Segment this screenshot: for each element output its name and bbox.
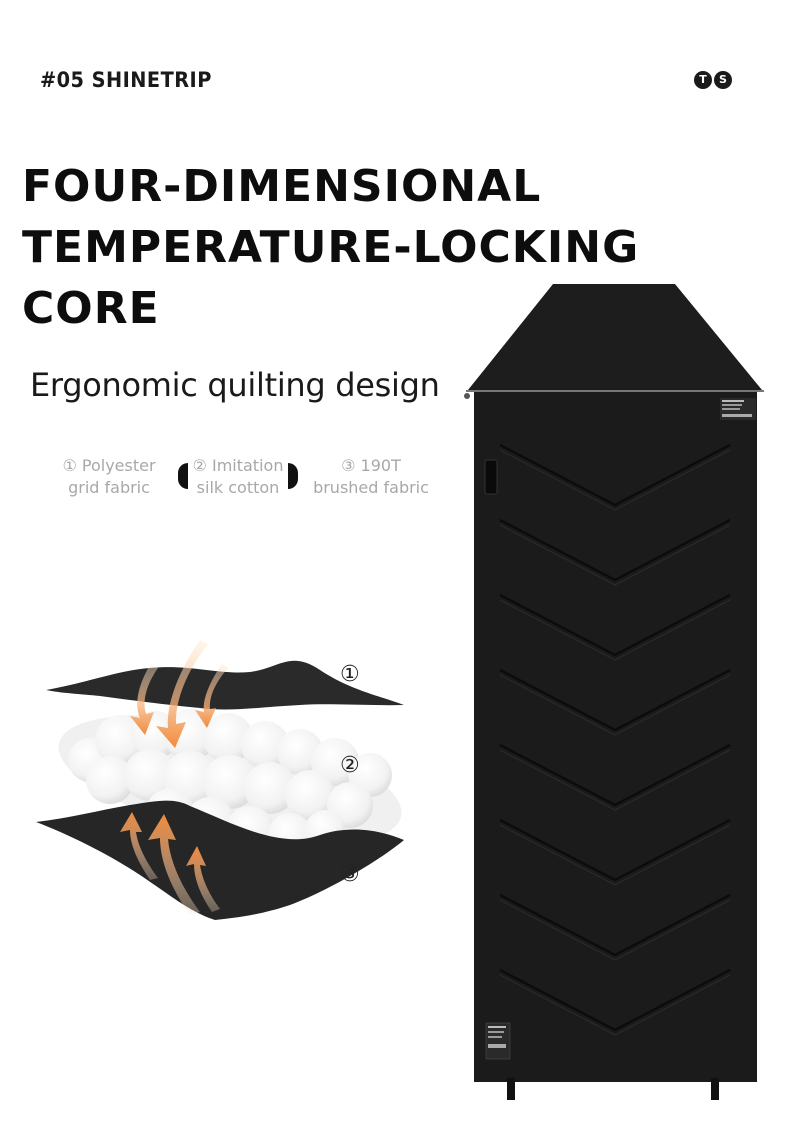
headline-line-3: CORE [22, 283, 160, 334]
layer-3-line-1: ③ 190T [341, 456, 401, 475]
layer-label-2: ② Imitation silk cotton [188, 455, 288, 499]
diagram-mark-1: ① [340, 662, 360, 687]
layer-label-3: ③ 190T brushed fabric [308, 455, 434, 499]
half-circle-left-icon [178, 463, 188, 489]
bottom-fabric-layer [36, 800, 404, 920]
layer-1-line-1: ① Polyester [62, 456, 156, 475]
ts-logo: T S [694, 71, 732, 89]
headline: FOUR-DIMENSIONAL TEMPERATURE-LOCKING COR… [22, 156, 662, 339]
heat-arrows-down [130, 640, 228, 748]
layer-3-line-2: brushed fabric [313, 478, 429, 497]
layer-2-line-1: ② Imitation [192, 456, 284, 475]
half-circle-right-icon [288, 463, 298, 489]
heat-arrows-up [120, 812, 220, 915]
headline-line-1: FOUR-DIMENSIONAL [22, 161, 542, 212]
diagram-mark-3: ③ [340, 862, 360, 887]
headline-line-2: TEMPERATURE-LOCKING [22, 222, 640, 273]
logo-letter-t: T [694, 71, 712, 89]
layer-label-1: ① Polyester grid fabric [58, 455, 160, 499]
top-fabric-layer [46, 660, 404, 710]
subheading: Ergonomic quilting design [30, 366, 440, 404]
brand-logo-text: #05 SHINETRIP [40, 68, 212, 92]
sleeping-bag [464, 284, 764, 1100]
layer-2-line-2: silk cotton [196, 478, 280, 497]
logo-letter-s: S [714, 71, 732, 89]
diagram-mark-2: ② [340, 753, 360, 778]
layer-1-line-2: grid fabric [68, 478, 150, 497]
